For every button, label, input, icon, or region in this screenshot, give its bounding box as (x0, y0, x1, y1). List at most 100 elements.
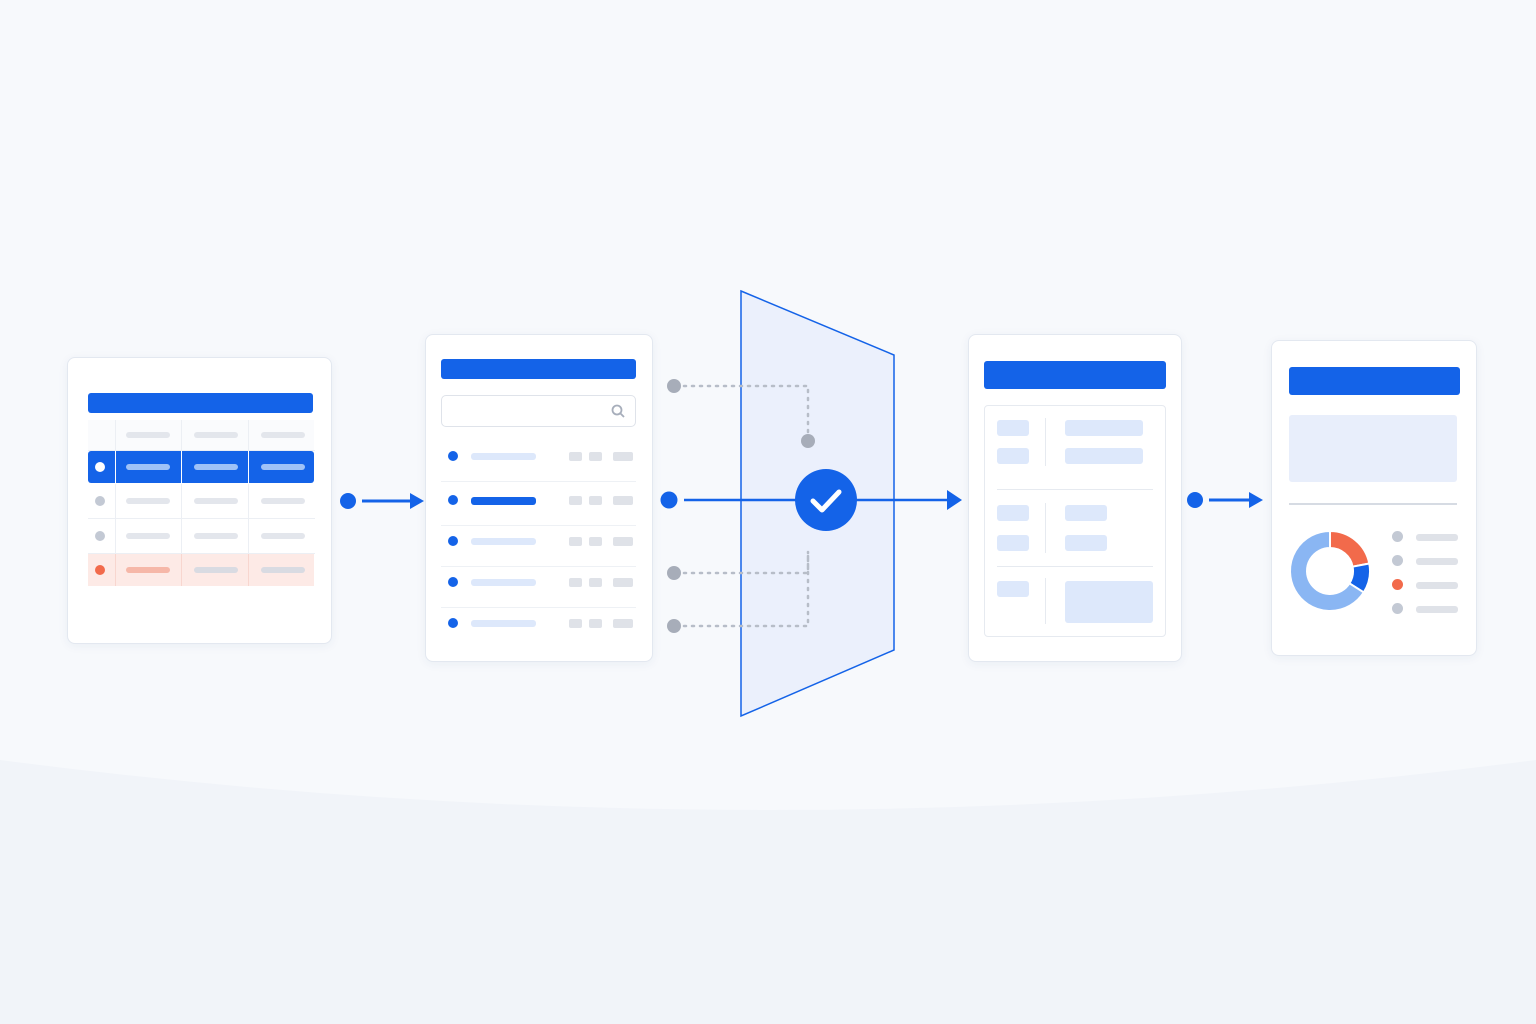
table-cell (88, 519, 115, 554)
cell-placeholder (261, 533, 305, 539)
record-fields (984, 405, 1166, 637)
list-item-meta (589, 452, 602, 461)
list-item-meta (589, 578, 602, 587)
legend-swatch (1392, 579, 1403, 590)
list-card (425, 334, 653, 662)
cell-placeholder (126, 432, 170, 438)
list-item-meta (613, 578, 633, 587)
list-item-meta (613, 537, 633, 546)
table-cell (115, 420, 182, 451)
table-cell (88, 484, 115, 519)
table-cell (115, 519, 182, 554)
divider (997, 566, 1153, 567)
field-value (1065, 420, 1143, 436)
arrow-right-icon (362, 493, 424, 509)
cell-placeholder (126, 464, 170, 470)
list-item[interactable] (441, 524, 636, 567)
table-cell (88, 420, 115, 451)
list-item[interactable] (441, 483, 636, 526)
legend-label (1416, 582, 1458, 589)
row-status-dot (95, 565, 105, 575)
rejected-paths (682, 384, 810, 628)
cell-placeholder (194, 498, 238, 504)
list-item-label (471, 497, 536, 505)
donut-slice (1289, 529, 1366, 612)
table-row[interactable] (88, 451, 314, 483)
list-item-meta (613, 619, 633, 628)
table-cell (248, 420, 315, 451)
search-input[interactable] (441, 395, 636, 427)
table-row[interactable] (88, 554, 314, 586)
field-key (997, 420, 1029, 436)
list-item-label (471, 579, 536, 586)
legend-label (1416, 558, 1458, 565)
divider (1045, 418, 1046, 466)
legend-swatch (1392, 603, 1403, 614)
field-value (1065, 505, 1107, 521)
table-cell (181, 484, 249, 519)
table-row[interactable] (88, 519, 315, 554)
table-cell (248, 554, 315, 586)
list-item[interactable] (441, 606, 636, 648)
cell-placeholder (261, 567, 305, 573)
arrow-right-icon (1209, 492, 1263, 508)
cell-placeholder (126, 533, 170, 539)
field-key (997, 535, 1029, 551)
cell-placeholder (126, 567, 170, 573)
list-bullet (448, 577, 458, 587)
list-item-label (471, 620, 536, 627)
legend-swatch (1392, 531, 1403, 542)
record-title-bar (984, 361, 1166, 389)
table-cell (115, 484, 182, 519)
list-bullet (448, 451, 458, 461)
report-title-bar (1289, 367, 1460, 395)
list-item-meta (589, 537, 602, 546)
flow-node (340, 493, 356, 509)
cell-placeholder (261, 432, 305, 438)
cell-placeholder (126, 498, 170, 504)
list-item-meta (569, 496, 582, 505)
table-cell (181, 554, 249, 586)
list-item[interactable] (441, 439, 636, 482)
cell-placeholder (261, 464, 305, 470)
list-item-meta (589, 496, 602, 505)
list-item[interactable] (441, 565, 636, 608)
list-item-label (471, 538, 536, 545)
check-icon (795, 469, 857, 531)
table-cell (115, 554, 182, 586)
table-cell (181, 519, 249, 554)
list-title-bar (441, 359, 636, 379)
donut-slice (1329, 529, 1371, 568)
search-icon (611, 404, 625, 418)
row-status-dot (95, 462, 105, 472)
table-header-row (88, 420, 315, 451)
field-value-block (1065, 581, 1153, 623)
table-cell (181, 451, 249, 483)
field-key (997, 448, 1029, 464)
table-cell (115, 451, 182, 483)
row-status-dot (95, 531, 105, 541)
table-cell (248, 484, 315, 519)
divider (1045, 578, 1046, 624)
donut-chart (1289, 529, 1371, 612)
field-key (997, 505, 1029, 521)
list-bullet (448, 618, 458, 628)
divider (1045, 503, 1046, 553)
table-cell (248, 519, 315, 554)
cell-placeholder (261, 498, 305, 504)
legend-label (1416, 606, 1458, 613)
legend-swatch (1392, 555, 1403, 566)
list-item-meta (613, 452, 633, 461)
list-item-meta (569, 537, 582, 546)
list-item-meta (613, 496, 633, 505)
table-cell (248, 451, 315, 483)
cell-placeholder (194, 533, 238, 539)
list-item-meta (569, 578, 582, 587)
divider (997, 489, 1153, 490)
divider (1289, 503, 1457, 505)
field-value (1065, 535, 1107, 551)
cell-placeholder (194, 464, 238, 470)
table-row[interactable] (88, 484, 315, 519)
